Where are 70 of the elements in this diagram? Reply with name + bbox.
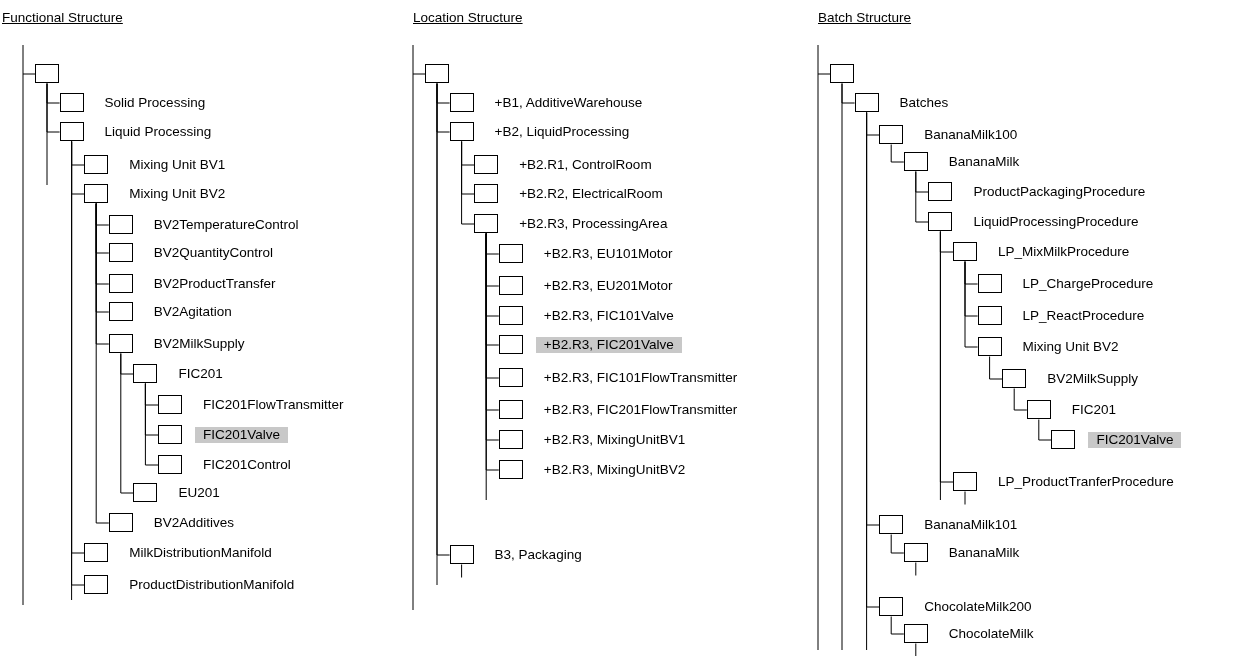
node-label: FIC201 xyxy=(178,366,223,382)
node-label: FIC201FlowTransmitter xyxy=(203,397,344,413)
node-label: BV2Agitation xyxy=(153,304,232,320)
node-label: +B2.R3, FIC101FlowTransmitter xyxy=(543,370,738,386)
node-label: LP_ProductTranferProcedure xyxy=(998,474,1174,490)
section-heading: Functional Structure xyxy=(2,10,123,25)
node-label: FIC201Control xyxy=(203,457,291,473)
node-label: MilkDistributionManifold xyxy=(129,545,272,561)
tree-line xyxy=(817,44,831,651)
tree-line xyxy=(95,203,110,524)
tree-line xyxy=(1038,419,1052,441)
node-label: ProductDistributionManifold xyxy=(129,577,295,593)
tree-line xyxy=(915,171,929,223)
tree-line xyxy=(22,44,36,606)
node-label: BV2QuantityControl xyxy=(153,245,274,261)
tree-line xyxy=(890,144,905,163)
node-label: ChocolateMilk xyxy=(948,626,1034,642)
node-label: Solid Processing xyxy=(104,95,206,111)
node-label: BV2Additives xyxy=(153,515,235,531)
node-label: LP_ReactProcedure xyxy=(1022,308,1145,324)
node-label: Mixing Unit BV2 xyxy=(1022,339,1119,355)
node-label: +B2.R3, MixingUnitBV2 xyxy=(543,462,686,478)
tree-line xyxy=(120,353,134,494)
node-label: Mixing Unit BV1 xyxy=(129,157,226,173)
tree-line xyxy=(144,383,159,466)
node-label: BananaMilk101 xyxy=(924,517,1018,533)
tree-line xyxy=(890,534,905,554)
node-label: +B2.R3, FIC101Valve xyxy=(543,308,674,324)
tree-line xyxy=(915,562,917,576)
tree-line xyxy=(461,564,463,578)
node-label: BananaMilk xyxy=(948,154,1020,170)
node-label: EU201 xyxy=(178,485,220,501)
node-label: FIC201 xyxy=(1071,402,1117,418)
node-label: +B2.R3, EU201Motor xyxy=(543,278,673,294)
highlighted-node-label: +B2.R3, FIC201Valve xyxy=(535,337,682,353)
node-label: BananaMilk xyxy=(948,545,1020,561)
section-heading: Batch Structure xyxy=(818,10,912,25)
node-label: Batches xyxy=(899,95,949,111)
tree-line xyxy=(461,141,475,225)
node-label: BananaMilk100 xyxy=(924,127,1018,143)
node-label: Liquid Processing xyxy=(104,124,212,140)
node-label: BV2TemperatureControl xyxy=(153,217,299,233)
tree-line xyxy=(989,356,1003,380)
node-label: +B2.R3, ProcessingArea xyxy=(519,216,668,232)
tree-line xyxy=(890,616,905,635)
node-label: +B2.R1, ControlRoom xyxy=(519,157,652,173)
tree-line xyxy=(964,491,966,505)
highlighted-node-label: FIC201Valve xyxy=(195,427,289,443)
tree-line xyxy=(412,44,426,611)
tree-line xyxy=(964,261,979,348)
node-label: ProductPackagingProcedure xyxy=(973,184,1146,200)
tree-line xyxy=(915,643,917,656)
node-label: LP_ChargeProcedure xyxy=(1022,276,1154,292)
node-label: +B1, AdditiveWarehouse xyxy=(494,95,643,111)
node-label: +B2.R2, ElectricalRoom xyxy=(519,186,663,202)
node-label: LP_MixMilkProcedure xyxy=(998,244,1130,260)
node-label: B3, Packaging xyxy=(494,547,582,563)
node-label: +B2.R3, EU101Motor xyxy=(543,246,673,262)
node-label: +B2.R3, MixingUnitBV1 xyxy=(543,432,686,448)
node-label: ChocolateMilk200 xyxy=(924,599,1032,615)
node-label: +B2, LiquidProcessing xyxy=(494,124,630,140)
highlighted-node-label: FIC201Valve xyxy=(1088,432,1182,448)
node-label: Mixing Unit BV2 xyxy=(129,186,226,202)
tree-line xyxy=(1013,388,1028,411)
node-label: BV2MilkSupply xyxy=(1047,371,1138,387)
node-label: BV2MilkSupply xyxy=(153,336,245,352)
node-label: BV2ProductTransfer xyxy=(153,276,276,292)
node-label: LiquidProcessingProcedure xyxy=(973,214,1139,230)
section-heading: Location Structure xyxy=(413,10,523,25)
node-label: +B2.R3, FIC201FlowTransmitter xyxy=(543,402,738,418)
